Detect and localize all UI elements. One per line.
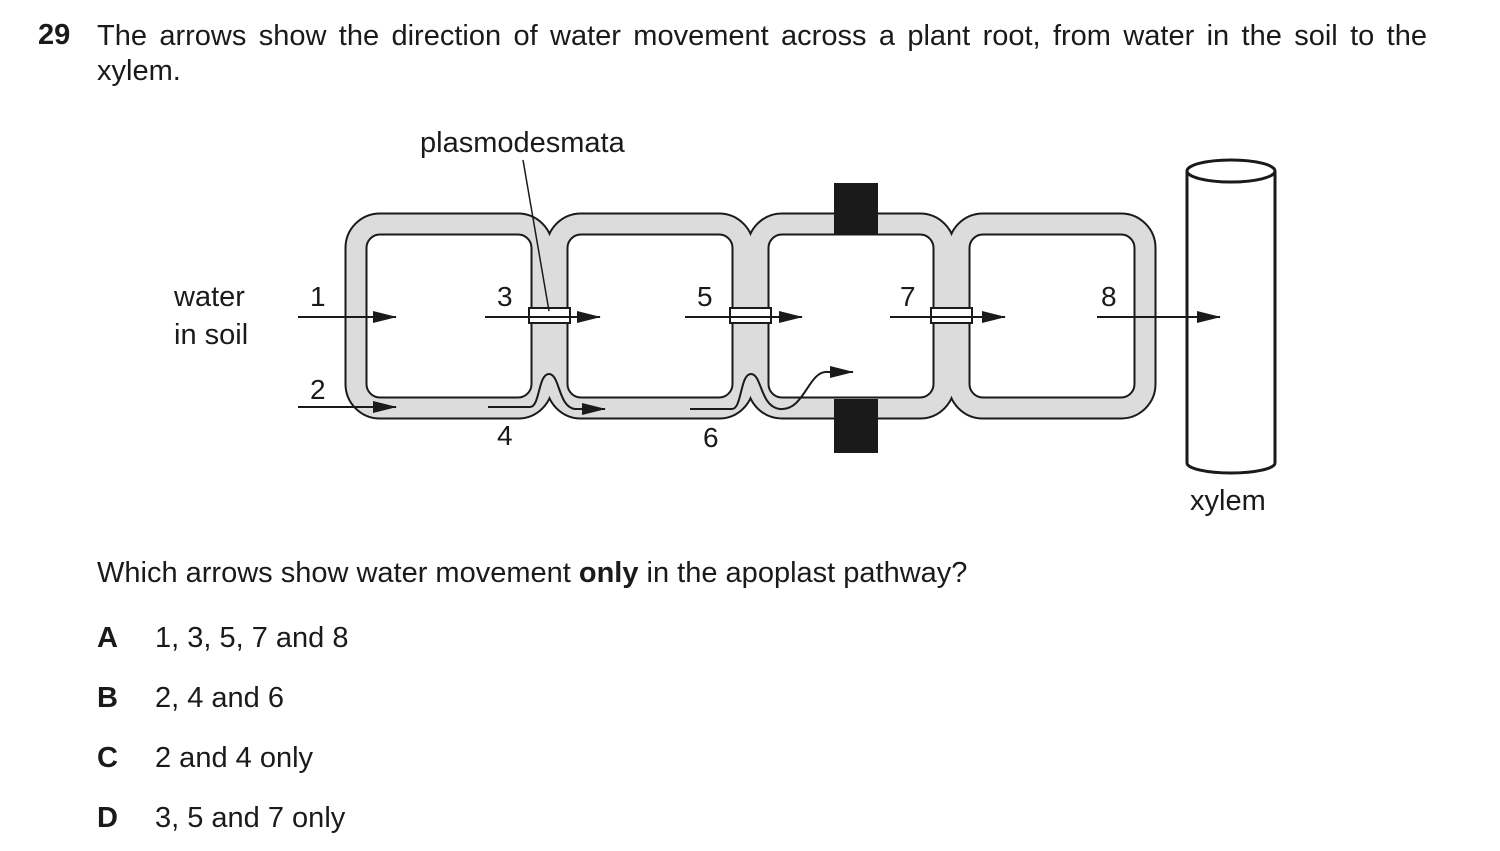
option-letter: A: [97, 622, 118, 654]
casparian-strip-top: [834, 183, 878, 234]
plasmodesma-2: [729, 307, 772, 324]
arrow-6: [690, 366, 854, 411]
arrow-number-3: 3: [497, 281, 513, 312]
question-prompt: Which arrows show water movement only in…: [97, 557, 967, 590]
option-letter: D: [97, 802, 118, 834]
arrow-number-7: 7: [900, 281, 916, 312]
plasmodesma-3: [930, 307, 973, 324]
question-text: The arrows show the direction of water m…: [97, 20, 1427, 87]
plasmodesma-1: [528, 307, 571, 324]
arrow-number-5: 5: [697, 281, 713, 312]
arrow-number-1: 1: [310, 281, 326, 312]
option-text: 3, 5 and 7 only: [155, 802, 346, 834]
plasmodesmata-channels: [528, 307, 973, 324]
arrow-number-4: 4: [497, 420, 513, 451]
label-plasmodesmata: plasmodesmata: [420, 127, 626, 159]
prompt-before: Which arrows show water movement: [97, 557, 579, 589]
question-number: 29: [38, 19, 71, 51]
arrow-number-6: 6: [703, 422, 719, 453]
label-in-soil: in soil: [174, 319, 248, 351]
plasmodesmata-leader: [522, 159, 550, 312]
arrows: [298, 311, 1221, 415]
prompt-after: in the apoplast pathway?: [638, 557, 968, 589]
option-letter: B: [97, 682, 118, 714]
prompt-emphasis: only: [578, 557, 639, 589]
option-text: 2 and 4 only: [155, 742, 314, 774]
label-xylem: xylem: [1190, 485, 1266, 517]
option-text: 1, 3, 5, 7 and 8: [155, 622, 349, 654]
option-text: 2, 4 and 6: [155, 682, 284, 714]
casparian-strip-bottom: [834, 399, 878, 453]
label-water: water: [173, 281, 245, 313]
arrow-number-8: 8: [1101, 281, 1117, 312]
arrow-4: [488, 372, 606, 415]
arrow-number-2: 2: [310, 374, 326, 405]
option-letter: C: [97, 742, 118, 774]
